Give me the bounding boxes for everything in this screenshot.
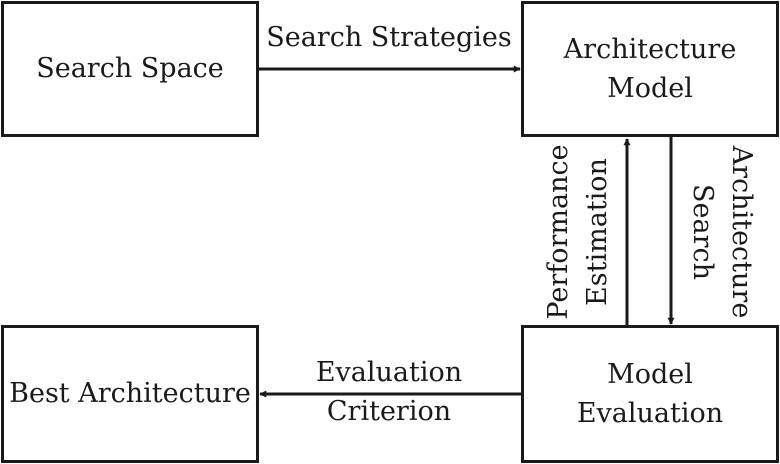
node-model-evaluation: Model Evaluation [521,325,779,463]
node-model-evaluation-line1: Model [607,358,693,390]
edge-label-architecture-search-line1: Architecture [726,145,758,319]
edge-label-performance-estimation-line2: Estimation [582,158,613,306]
node-best-architecture-label: Best Architecture [9,378,251,410]
edge-label-search-strategies: Search Strategies [266,22,512,53]
node-best-architecture: Best Architecture [1,325,259,463]
edge-label-evaluation-criterion-line2: Criterion [326,396,452,428]
node-search-space-label: Search Space [36,53,224,85]
node-architecture-model-line2: Model [607,73,693,104]
edge-label-performance-estimation-line1: Performance [542,144,574,320]
edge-label-architecture-search: Architecture Search [683,142,761,322]
node-model-evaluation-line2: Evaluation [576,398,724,429]
edge-label-architecture-search-line2: Search [687,184,718,280]
edge-label-evaluation-criterion: Evaluation Criterion [264,353,514,431]
edge-label-performance-estimation: Performance Estimation [539,142,617,322]
edge-label-evaluation-criterion-line1: Evaluation [315,357,463,388]
node-architecture-model: Architecture Model [521,1,779,137]
node-architecture-model-line1: Architecture [563,33,737,65]
node-search-space: Search Space [1,1,259,137]
